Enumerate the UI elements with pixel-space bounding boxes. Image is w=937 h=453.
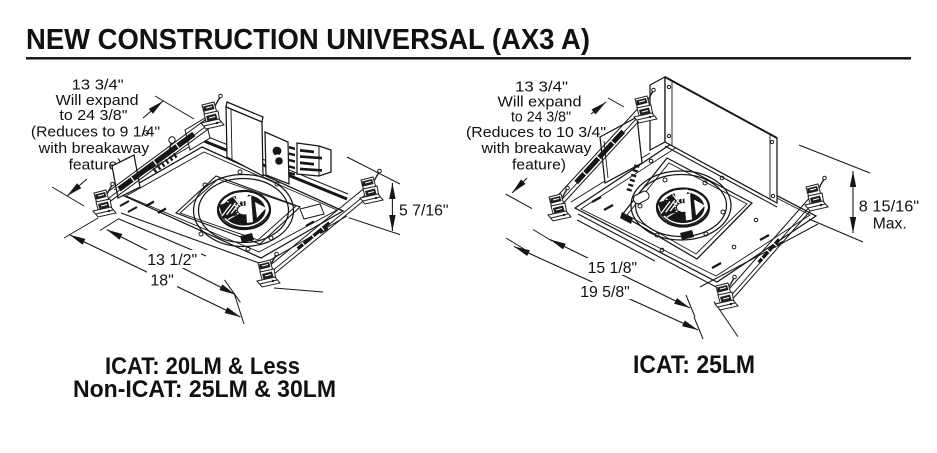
svg-text:5 7/16": 5 7/16" <box>399 203 449 220</box>
svg-text:with breakaway: with breakaway <box>37 141 150 157</box>
svg-text:NEW CONSTRUCTION UNIVERSAL (AX: NEW CONSTRUCTION UNIVERSAL (AX3 A) <box>26 24 590 56</box>
svg-text:Max.: Max. <box>873 216 907 233</box>
svg-text:19 5/8": 19 5/8" <box>580 284 630 301</box>
svg-text:feature): feature) <box>512 157 566 173</box>
svg-text:13 3/4": 13 3/4" <box>515 80 568 96</box>
svg-text:Will expand: Will expand <box>56 93 139 109</box>
svg-text:8 15/16": 8 15/16" <box>859 199 919 216</box>
svg-text:13 3/4": 13 3/4" <box>72 78 124 94</box>
svg-text:to 24 3/8": to 24 3/8" <box>511 110 571 126</box>
svg-text:(Reduces to 10 3/4": (Reduces to 10 3/4" <box>466 125 606 141</box>
svg-text:Will expand: Will expand <box>498 95 582 111</box>
svg-text:15 1/8": 15 1/8" <box>588 260 638 277</box>
svg-text:13 1/2": 13 1/2" <box>147 252 197 269</box>
svg-text:(Reduces to 9 1/4": (Reduces to 9 1/4" <box>31 124 160 140</box>
svg-text:feature): feature) <box>69 158 123 174</box>
svg-text:Non-ICAT: 25LM & 30LM: Non-ICAT: 25LM & 30LM <box>73 376 336 403</box>
svg-text:to 24 3/8": to 24 3/8" <box>59 108 127 124</box>
svg-text:18": 18" <box>150 272 173 289</box>
svg-text:with breakaway: with breakaway <box>480 141 592 157</box>
svg-text:ICAT: 25LM: ICAT: 25LM <box>633 351 755 379</box>
svg-text:ICAT: 20LM & Less: ICAT: 20LM & Less <box>105 353 300 380</box>
